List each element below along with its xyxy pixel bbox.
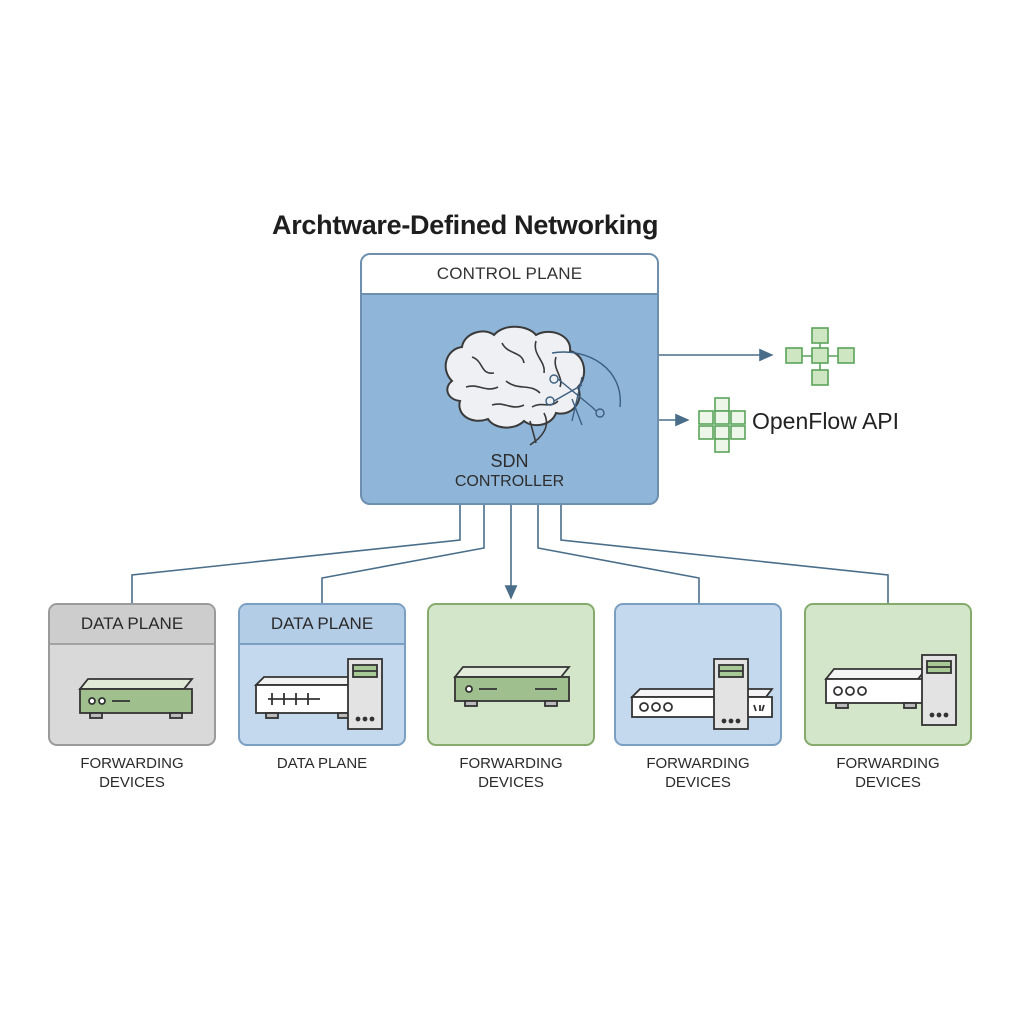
- switch-server-icon: [824, 654, 957, 726]
- diagram-title: Archtware-Defined Networking: [272, 210, 659, 240]
- network-topology-icon: [784, 326, 856, 397]
- data-plane-device-2: DATA PLANE: [238, 603, 406, 746]
- forwarding-device-5: [804, 603, 972, 746]
- caption-line2: DEVICES: [855, 774, 921, 791]
- control-plane-header: CONTROL PLANE: [362, 255, 657, 295]
- caption-line2: DEVICES: [665, 774, 731, 791]
- device-header: DATA PLANE: [50, 605, 214, 645]
- link-device-4: [537, 505, 700, 603]
- sdn-controller-panel: CONTROL PLANE: [360, 253, 659, 505]
- caption-line1: FORWARDING: [646, 755, 750, 772]
- brain-icon: [432, 321, 632, 456]
- data-plane-device-1: DATA PLANE: [48, 603, 216, 746]
- caption-line1: FORWARDING: [459, 755, 563, 772]
- device-caption-2: DATA PLANE: [238, 754, 406, 773]
- forwarding-device-4: [614, 603, 782, 746]
- link-device-1: [131, 505, 461, 603]
- forwarding-device-3: [427, 603, 595, 746]
- device-header: DATA PLANE: [240, 605, 404, 645]
- openflow-api-icon: [697, 397, 749, 458]
- controller-name-line2: CONTROLLER: [454, 473, 565, 490]
- caption-line1: FORWARDING: [836, 755, 940, 772]
- switch-server-icon: [629, 658, 774, 730]
- caption-line1: DATA PLANE: [276, 755, 368, 772]
- link-device-5: [560, 505, 889, 603]
- switch-server-icon: [253, 658, 383, 730]
- device-caption-5: FORWARDING DEVICES: [804, 754, 972, 792]
- device-caption-4: FORWARDING DEVICES: [614, 754, 782, 792]
- router-icon: [78, 678, 194, 719]
- openflow-api-label: OpenFlow API: [752, 408, 900, 434]
- caption-line1: FORWARDING: [80, 755, 184, 772]
- controller-name-line1: SDN: [490, 451, 529, 471]
- device-caption-3: FORWARDING DEVICES: [427, 754, 595, 792]
- router-icon: [453, 666, 571, 707]
- caption-line2: DEVICES: [478, 774, 544, 791]
- link-device-2: [321, 505, 485, 603]
- device-caption-1: FORWARDING DEVICES: [48, 754, 216, 792]
- caption-line2: DEVICES: [99, 774, 165, 791]
